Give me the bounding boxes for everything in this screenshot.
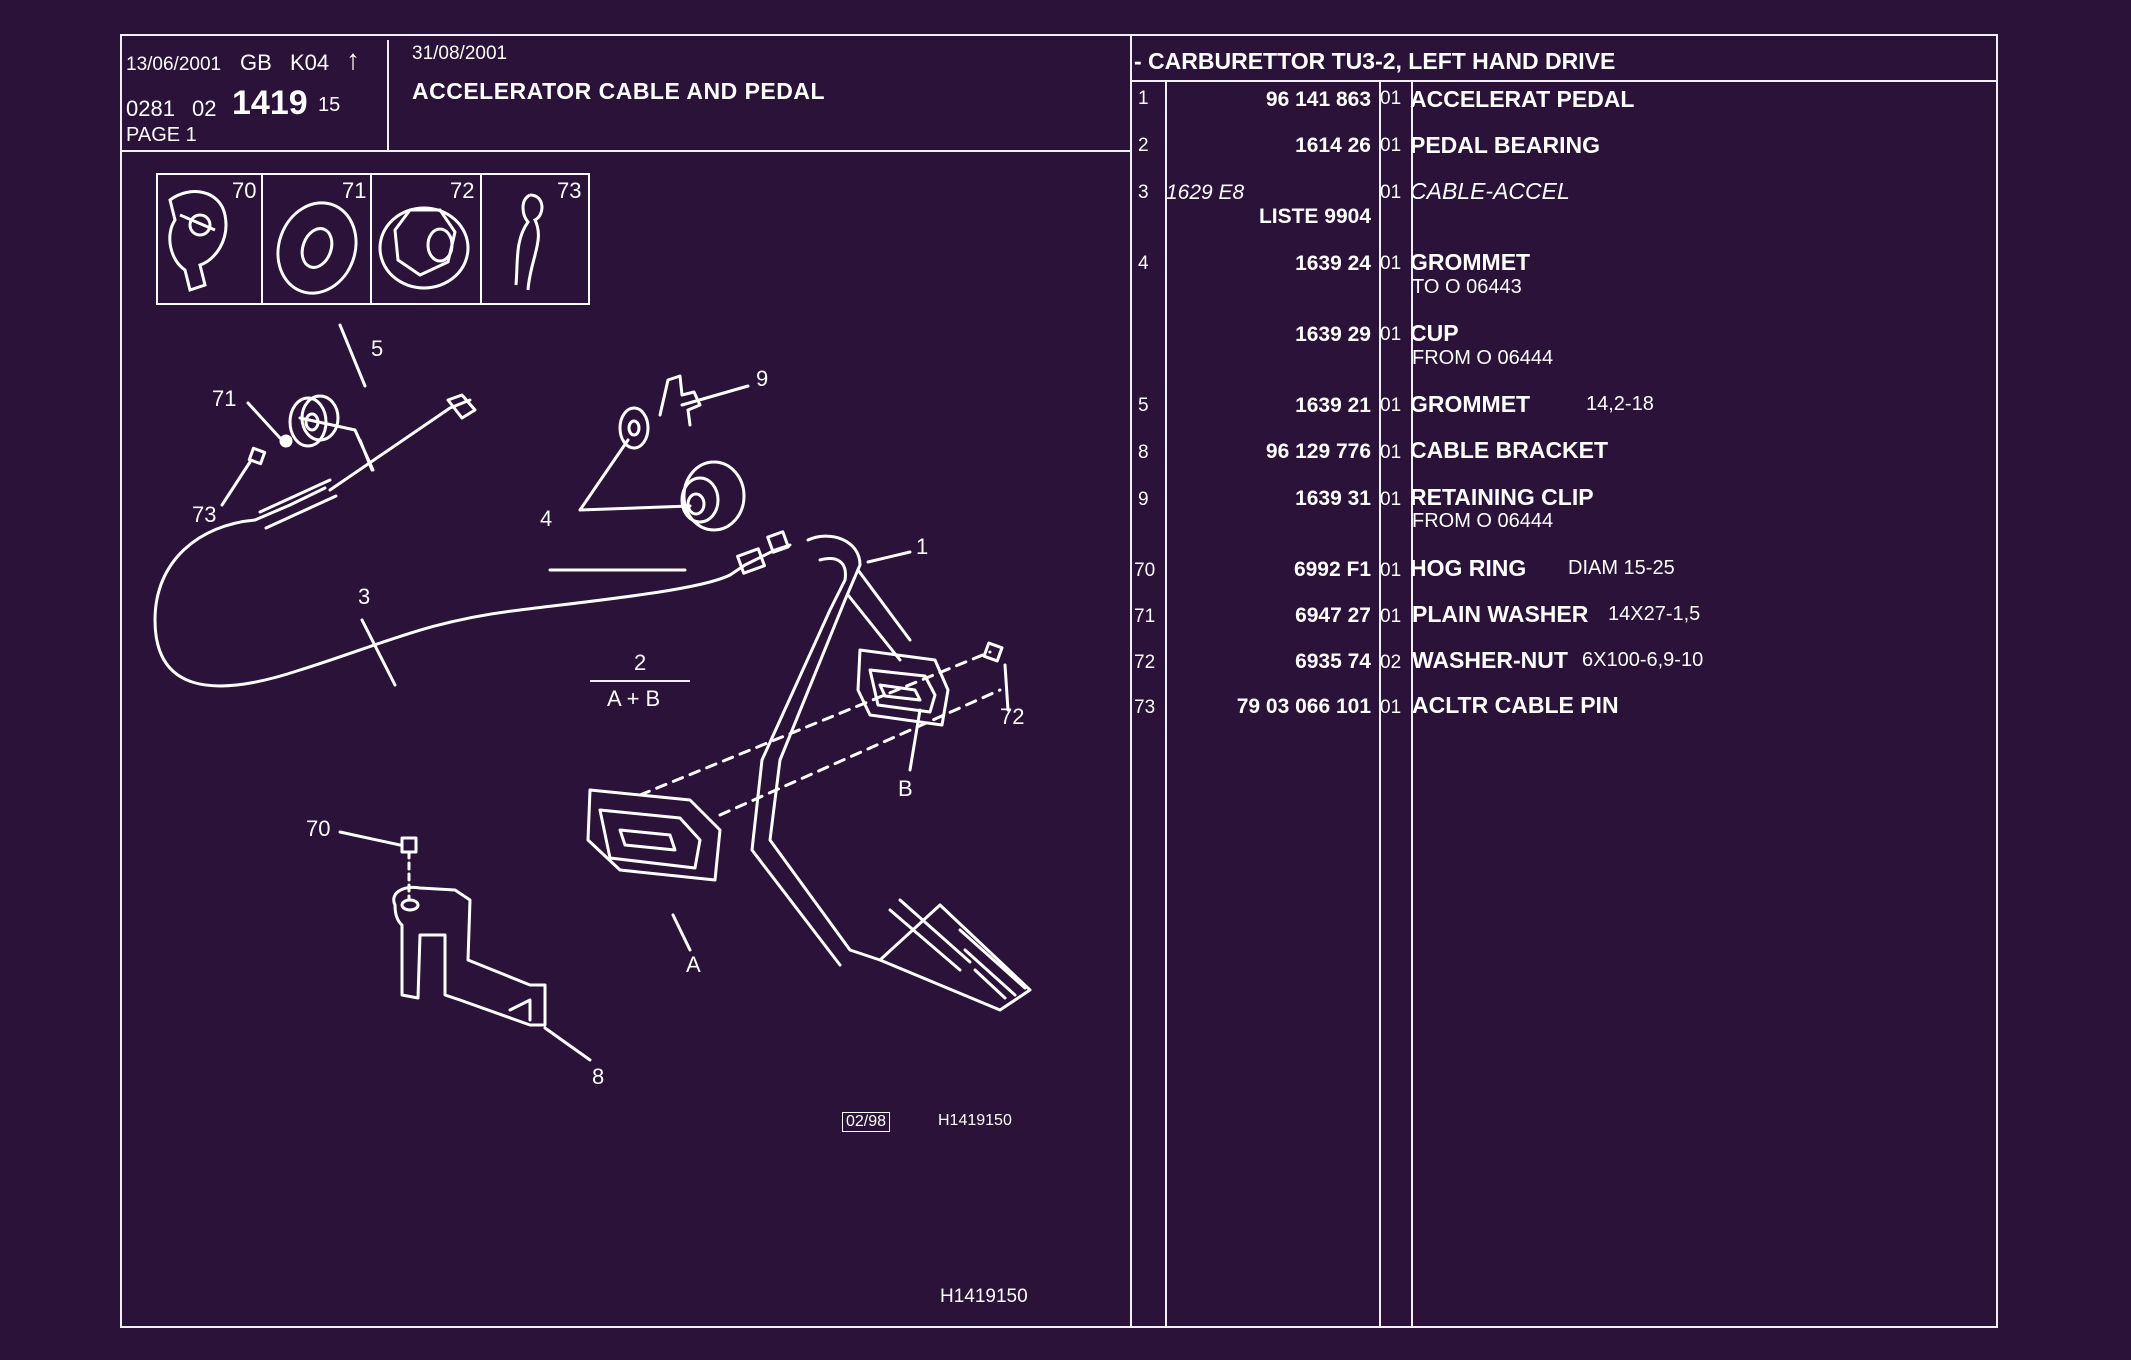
callout-A: A bbox=[686, 952, 701, 977]
part-qty: 01 bbox=[1380, 253, 1402, 274]
part-name: ACLTR CABLE PIN bbox=[1412, 692, 1619, 718]
thumb-70-label: 70 bbox=[232, 178, 257, 203]
part-item: 71 bbox=[1134, 606, 1156, 627]
part-ref: 1639 29 bbox=[1295, 323, 1371, 346]
callout-9: 9 bbox=[756, 366, 769, 391]
part-spec: 14X27-1,5 bbox=[1608, 603, 1701, 625]
part-item: 8 bbox=[1138, 442, 1149, 463]
part-name: CABLE-ACCEL bbox=[1410, 178, 1570, 204]
thumb-71-label: 71 bbox=[342, 178, 367, 203]
part-qty: 01 bbox=[1380, 560, 1402, 581]
fraction-numerator: 2 bbox=[634, 650, 647, 675]
part-ref: 79 03 066 101 bbox=[1236, 695, 1371, 718]
part-ref: 1639 21 bbox=[1295, 394, 1371, 417]
edition-date: 31/08/2001 bbox=[412, 43, 508, 64]
ref-prefix: 0281 bbox=[126, 96, 175, 121]
part-note: FROM O 06444 bbox=[1412, 347, 1554, 369]
part-item: 3 bbox=[1138, 182, 1149, 203]
part-spec: 14,2-18 bbox=[1586, 393, 1654, 415]
page-title: ACCELERATOR CABLE AND PEDAL bbox=[412, 78, 826, 104]
callout-4: 4 bbox=[540, 506, 553, 531]
part-item: 72 bbox=[1134, 652, 1156, 673]
application-title: - CARBURETTOR TU3-2, LEFT HAND DRIVE bbox=[1134, 48, 1616, 74]
part-spec: DIAM 15-25 bbox=[1568, 557, 1675, 579]
part-item: 70 bbox=[1134, 560, 1156, 581]
parts-col-qty bbox=[1411, 80, 1413, 1328]
part-name: WASHER-NUT bbox=[1412, 647, 1568, 673]
drawing-ref-small: H1419150 bbox=[938, 1112, 1012, 1129]
part-item: 9 bbox=[1138, 489, 1149, 510]
callout-70: 70 bbox=[306, 816, 331, 841]
ref-number: 1419 bbox=[232, 84, 308, 122]
part-note: FROM O 06444 bbox=[1412, 510, 1554, 532]
part-name: HOG RING bbox=[1410, 555, 1527, 581]
part-qty: 01 bbox=[1380, 88, 1402, 109]
part-note: TO O 06443 bbox=[1412, 276, 1522, 298]
ref-group: 02 bbox=[192, 96, 217, 121]
model-code: K04 bbox=[290, 50, 330, 75]
drawing-version: 02/98 bbox=[842, 1112, 891, 1132]
part-name: CABLE BRACKET bbox=[1410, 437, 1609, 463]
part-qty: 01 bbox=[1380, 324, 1402, 345]
up-arrow-icon: ↑ bbox=[346, 44, 360, 75]
part-ref: 6935 74 bbox=[1295, 650, 1371, 673]
region-code: GB bbox=[240, 50, 272, 75]
part-ref: 96 141 863 bbox=[1265, 88, 1371, 111]
callout-B: B bbox=[898, 776, 913, 801]
part-item: 2 bbox=[1138, 135, 1149, 156]
print-date: 13/06/2001 bbox=[126, 54, 222, 75]
page-number: PAGE 1 bbox=[126, 124, 197, 146]
part-qty: 01 bbox=[1380, 395, 1402, 416]
part-qty: 01 bbox=[1380, 135, 1402, 156]
part-item: 5 bbox=[1138, 395, 1149, 416]
part-qty: 01 bbox=[1380, 442, 1402, 463]
part-name: GROMMET bbox=[1410, 249, 1531, 275]
parts-col-ref bbox=[1379, 80, 1381, 1328]
part-name: PEDAL BEARING bbox=[1410, 132, 1600, 158]
sheet-frame bbox=[120, 34, 1998, 1328]
callout-5: 5 bbox=[371, 336, 384, 361]
fraction-denominator: A + B bbox=[607, 686, 661, 711]
part-ref: 6947 27 bbox=[1295, 604, 1371, 627]
part-name: PLAIN WASHER bbox=[1412, 601, 1589, 627]
drawing-ref-bottom: H1419150 bbox=[940, 1286, 1028, 1307]
part-item: 73 bbox=[1134, 697, 1156, 718]
fraction-bar bbox=[590, 680, 690, 682]
part-item: 1 bbox=[1138, 88, 1149, 109]
part-name: RETAINING CLIP bbox=[1410, 484, 1594, 510]
header-divider-1 bbox=[387, 40, 389, 151]
part-name: GROMMET bbox=[1410, 391, 1531, 417]
part-qty: 01 bbox=[1380, 606, 1402, 627]
callout-73: 73 bbox=[192, 502, 217, 527]
part-qty: 01 bbox=[1380, 697, 1402, 718]
thumb-72-label: 72 bbox=[450, 178, 475, 203]
ref-suffix: 15 bbox=[318, 94, 341, 116]
callout-1: 1 bbox=[916, 534, 929, 559]
callout-8: 8 bbox=[592, 1064, 605, 1089]
callout-72: 72 bbox=[1000, 704, 1025, 729]
part-ref: 1639 31 bbox=[1295, 487, 1371, 510]
part-qty: 01 bbox=[1380, 182, 1402, 203]
part-ref: 1629 E8 bbox=[1166, 181, 1245, 204]
callout-71: 71 bbox=[212, 386, 237, 411]
part-ref: 6992 F1 bbox=[1293, 558, 1371, 581]
part-ref: 1639 24 bbox=[1295, 252, 1371, 275]
part-spec: 6X100-6,9-10 bbox=[1582, 649, 1704, 671]
part-ref-list: LISTE 9904 bbox=[1258, 205, 1371, 228]
part-qty: 01 bbox=[1380, 489, 1402, 510]
callout-3: 3 bbox=[358, 584, 371, 609]
header-bottom-rule bbox=[120, 150, 1130, 152]
application-rule bbox=[1130, 80, 1998, 82]
center-divider bbox=[1130, 34, 1132, 1328]
part-name: ACCELERAT PEDAL bbox=[1410, 86, 1635, 112]
thumb-73-label: 73 bbox=[557, 178, 582, 203]
part-qty: 02 bbox=[1380, 652, 1402, 673]
part-ref: 96 129 776 bbox=[1265, 440, 1371, 463]
parts-col-item bbox=[1165, 80, 1167, 1328]
part-name: CUP bbox=[1410, 320, 1459, 346]
part-ref: 1614 26 bbox=[1295, 134, 1371, 157]
part-item: 4 bbox=[1138, 253, 1149, 274]
